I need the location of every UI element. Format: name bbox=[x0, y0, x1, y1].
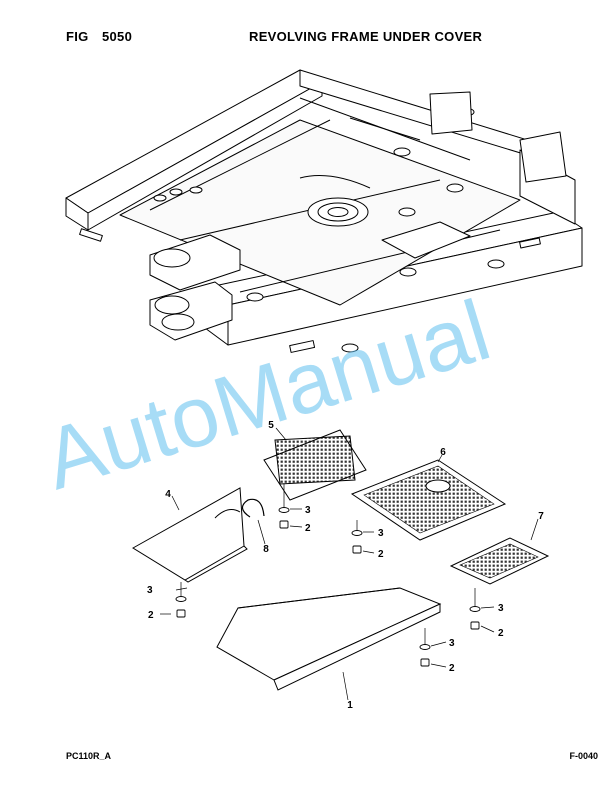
callout-2: 2 bbox=[498, 628, 504, 639]
callouts: 5 6 7 4 8 1 3 2 3 2 3 2 3 2 3 2 bbox=[147, 420, 544, 711]
callout-3: 3 bbox=[449, 638, 455, 649]
part-6-perforated-cover bbox=[350, 459, 507, 541]
callout-3: 3 bbox=[378, 528, 384, 539]
part-8-clamp bbox=[241, 498, 265, 518]
callout-2: 2 bbox=[305, 523, 311, 534]
callout-2: 2 bbox=[449, 663, 455, 674]
callout-2: 2 bbox=[148, 610, 154, 621]
revolving-frame bbox=[65, 69, 583, 353]
fasteners bbox=[175, 507, 481, 667]
callout-7: 7 bbox=[538, 511, 544, 522]
callout-6: 6 bbox=[440, 447, 446, 458]
callout-3: 3 bbox=[147, 585, 153, 596]
callout-5: 5 bbox=[268, 420, 274, 431]
fig-number: 5050 bbox=[102, 29, 133, 44]
page-code: F-0040 bbox=[569, 751, 598, 761]
part-1-main-under-cover bbox=[216, 587, 442, 691]
part-7-perforated-cover bbox=[449, 537, 550, 585]
model-code: PC110R_A bbox=[66, 751, 112, 761]
callout-3: 3 bbox=[305, 505, 311, 516]
part-4-side-plate bbox=[132, 487, 248, 583]
callout-2: 2 bbox=[378, 549, 384, 560]
callout-3: 3 bbox=[498, 603, 504, 614]
part-5-perforated-cover bbox=[263, 429, 367, 501]
callout-8: 8 bbox=[263, 544, 269, 555]
leader-lines bbox=[160, 427, 539, 701]
callout-4: 4 bbox=[165, 489, 171, 500]
page-title: REVOLVING FRAME UNDER COVER bbox=[249, 29, 483, 44]
callout-1: 1 bbox=[347, 700, 353, 711]
fig-label: FIG bbox=[66, 29, 89, 44]
